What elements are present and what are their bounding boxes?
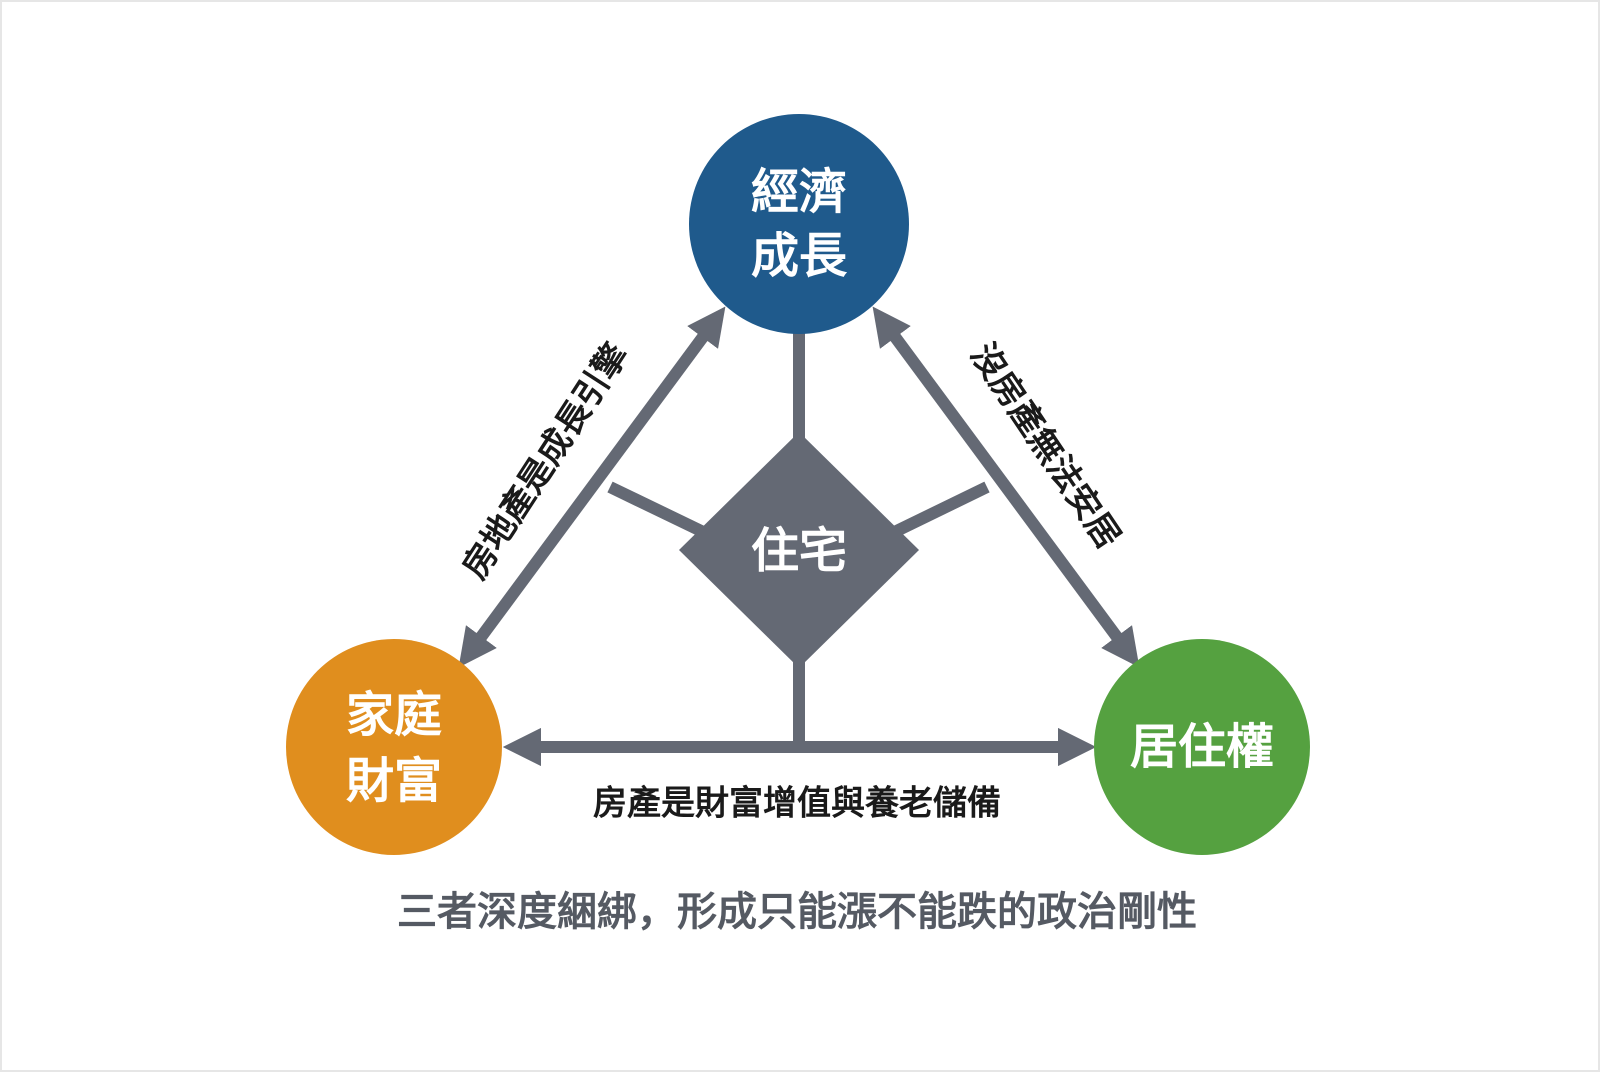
edge-arrow-left — [458, 306, 726, 668]
edge-label-bottom: 房產是財富增值與養老儲備 — [593, 784, 1001, 824]
node-economic-growth: 經濟 成長 — [689, 114, 909, 334]
economic-growth-circle — [689, 114, 909, 334]
node-housing: 住宅 — [679, 432, 919, 668]
node-housing-right: 居住權 — [1094, 639, 1310, 855]
edge-label-right: 沒房產無法安居 — [962, 336, 1128, 556]
housing-label: 住宅 — [751, 523, 847, 579]
housing-right-circle — [1094, 639, 1310, 855]
housing-right-label: 居住權 — [1130, 719, 1274, 775]
economic-growth-label-line1: 經濟 — [751, 164, 847, 220]
household-wealth-label-line2: 財富 — [346, 753, 442, 809]
housing-diamond — [679, 432, 919, 668]
node-household-wealth: 家庭 財富 — [286, 639, 502, 855]
household-wealth-label-line1: 家庭 — [346, 687, 442, 743]
edge-arrow-right — [872, 306, 1140, 668]
economic-growth-label-line2: 成長 — [751, 228, 848, 284]
diagram-caption: 三者深度綑綁，形成只能漲不能跌的政治剛性 — [397, 889, 1197, 935]
household-wealth-circle — [286, 639, 502, 855]
